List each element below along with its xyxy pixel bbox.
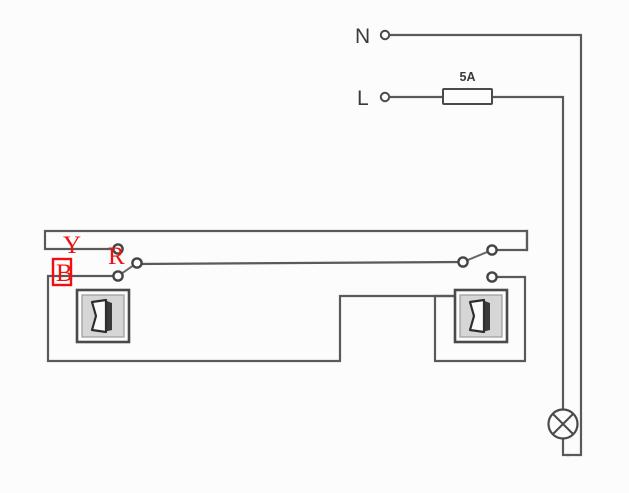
annotation-red-label: R <box>108 243 125 270</box>
annotation-yellow-label: Y <box>63 232 81 259</box>
live-terminal-label: L <box>357 87 369 110</box>
fuse-rating-label: 5A <box>460 70 476 84</box>
annotation-blue-box <box>51 257 73 287</box>
fuse-to-lamp-wire <box>490 95 565 412</box>
lamp-to-neutral-wire <box>561 438 570 457</box>
right-switch-rocker[interactable] <box>468 298 486 334</box>
two-way-switch-left[interactable] <box>75 288 131 344</box>
left-switch-contact-red[interactable] <box>131 257 143 269</box>
right-switch-common[interactable] <box>457 256 469 268</box>
left-switch-common-wire <box>46 274 502 363</box>
fuse-body <box>442 88 493 105</box>
right-switch-contact-lower[interactable] <box>486 271 498 283</box>
left-switch-rocker[interactable] <box>90 298 108 334</box>
live-terminal-dot <box>379 91 391 103</box>
right-switch-lower-wire <box>433 275 527 363</box>
right-switch-contact-upper[interactable] <box>486 244 498 256</box>
neutral-terminal-dot <box>379 29 391 41</box>
left-switch-common-blue[interactable] <box>112 270 124 282</box>
lamp-cross-line-2 <box>552 413 574 435</box>
neutral-terminal-label: N <box>355 25 370 48</box>
neutral-wire <box>389 33 583 457</box>
traveller-wire-upper <box>43 229 529 252</box>
traveller-wire-lower <box>135 260 465 266</box>
annotation-blue-label: B <box>56 260 73 287</box>
left-switch-contact-yellow[interactable] <box>112 243 124 255</box>
two-way-switch-right[interactable] <box>453 288 509 344</box>
